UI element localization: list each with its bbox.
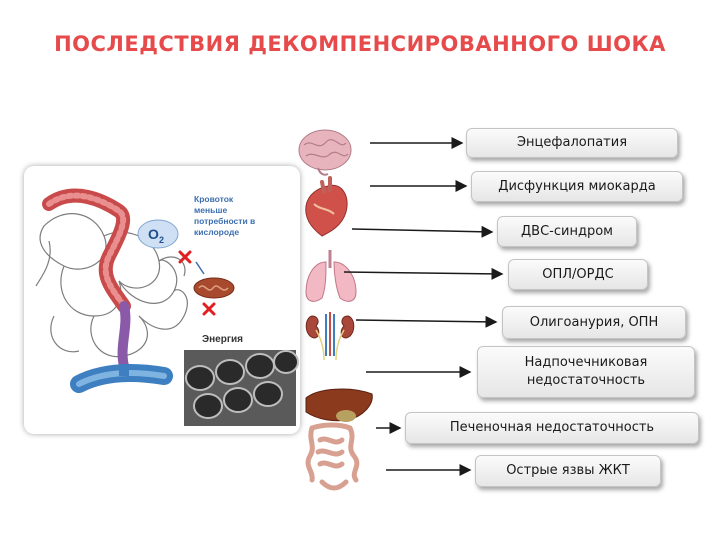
outcome-label: Дисфункция миокарда — [498, 178, 656, 194]
microcirculation-panel: O 2 Кровоток меньше потребности в кислор… — [24, 166, 300, 434]
capillary-network — [35, 213, 188, 358]
arteriole — [42, 188, 131, 313]
svg-text:Кровоток: Кровоток — [194, 194, 234, 204]
outcome-box-myocardial-dysfunction: Дисфункция миокарда — [471, 171, 683, 202]
arrow — [355, 315, 498, 328]
outcome-label: Печеночная недостаточность — [449, 420, 655, 435]
tissue-cells-image — [184, 350, 299, 426]
oxygen-subscript: 2 — [159, 235, 164, 245]
outcome-label: Олигоанурия, ОПН — [529, 314, 659, 330]
outcome-box-encephalopathy: Энцефалопатия — [466, 128, 678, 158]
outcome-box-dic: ДВС-синдром — [497, 216, 637, 247]
outcome-label: ОПЛ/ОРДС — [542, 266, 614, 282]
lungs-icon — [305, 250, 357, 302]
liver-icon — [305, 388, 373, 422]
outcome-box-gi-ulcers: Острые язвы ЖКТ — [475, 455, 661, 487]
blood-flow-note: Кровоток меньше потребности в кислороде — [194, 194, 255, 237]
capillary-transition — [117, 301, 131, 371]
mitochondrion-icon — [193, 277, 235, 299]
outcome-box-hepatic-failure: Печеночная недостаточность — [405, 412, 699, 444]
outcome-label: ДВС-синдром — [521, 223, 613, 239]
outcome-box-oliguria-arf: Олигоанурия, ОПН — [502, 306, 686, 339]
outcome-label: Надпочечниковая недостаточность — [524, 355, 648, 388]
brain-icon — [298, 129, 352, 176]
cross-mark-icon — [202, 302, 216, 316]
arrow — [351, 225, 494, 238]
svg-text:меньше: меньше — [194, 205, 227, 215]
page-title: ПОСЛЕДСТВИЯ ДЕКОМПЕНСИРОВАННОГО ШОКА — [54, 32, 666, 56]
svg-text:потребности в: потребности в — [194, 216, 255, 226]
outcome-box-ali-ards: ОПЛ/ОРДС — [508, 259, 648, 290]
heart-icon — [305, 176, 348, 237]
svg-text:кислороде: кислороде — [194, 227, 239, 237]
arrow — [343, 267, 504, 280]
outcome-box-adrenal-insufficiency: Надпочечниковая недостаточность — [477, 346, 695, 398]
intestines-icon — [305, 422, 360, 491]
cross-mark-icon — [178, 250, 192, 264]
oxygen-bubble — [137, 219, 179, 249]
kidneys-icon — [305, 312, 355, 361]
outcome-label: Энцефалопатия — [516, 135, 628, 150]
venule — [70, 363, 173, 393]
energy-label: Энергия — [202, 334, 243, 345]
oxygen-label: O — [148, 226, 159, 242]
outcome-label: Острые язвы ЖКТ — [506, 463, 630, 478]
